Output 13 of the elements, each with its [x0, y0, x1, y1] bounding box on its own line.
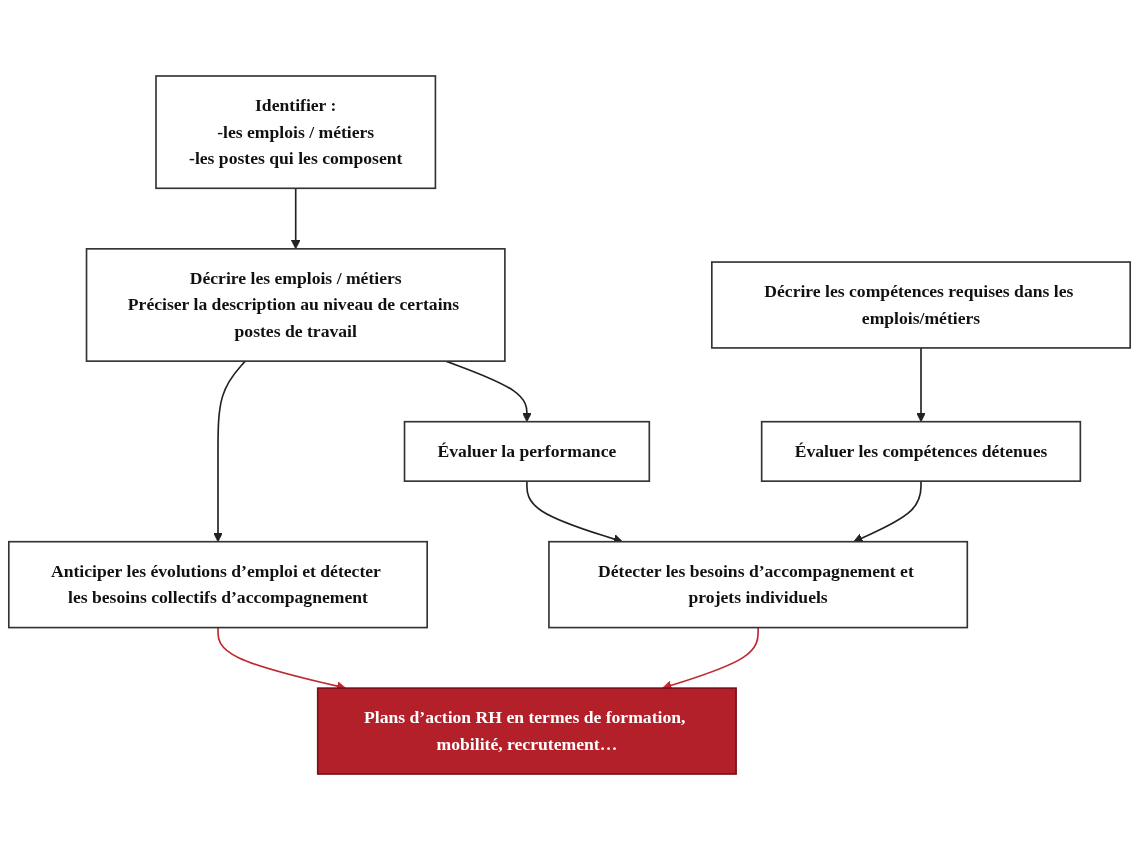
node-box: Décrire les compétences requises dans les emplois/métiers: [711, 261, 1131, 349]
arrow: [853, 480, 922, 543]
node-box: Identifier : -les emplois / métiers -les postes qui les composent: [155, 75, 437, 190]
node-box: Détecter les besoins d’accompagnement et projets individuels: [548, 540, 969, 629]
arrow: [213, 360, 247, 543]
arrow: [290, 187, 301, 250]
arrow: [916, 347, 926, 423]
node-box: Anticiper les évolutions d’emploi et détecter les besoins collectifs d’accompagnement: [8, 540, 428, 629]
arrow: [445, 360, 532, 423]
node-box: Évaluer la performance: [403, 420, 651, 482]
node-box: Évaluer les compétences détenues: [760, 420, 1082, 482]
node-box: Plans d’action RH en termes de formation, mobilité, recrutement…: [316, 687, 737, 775]
node-box: Décrire les emplois / métiers Préciser la description au niveau de certains postes de travail: [85, 248, 506, 362]
